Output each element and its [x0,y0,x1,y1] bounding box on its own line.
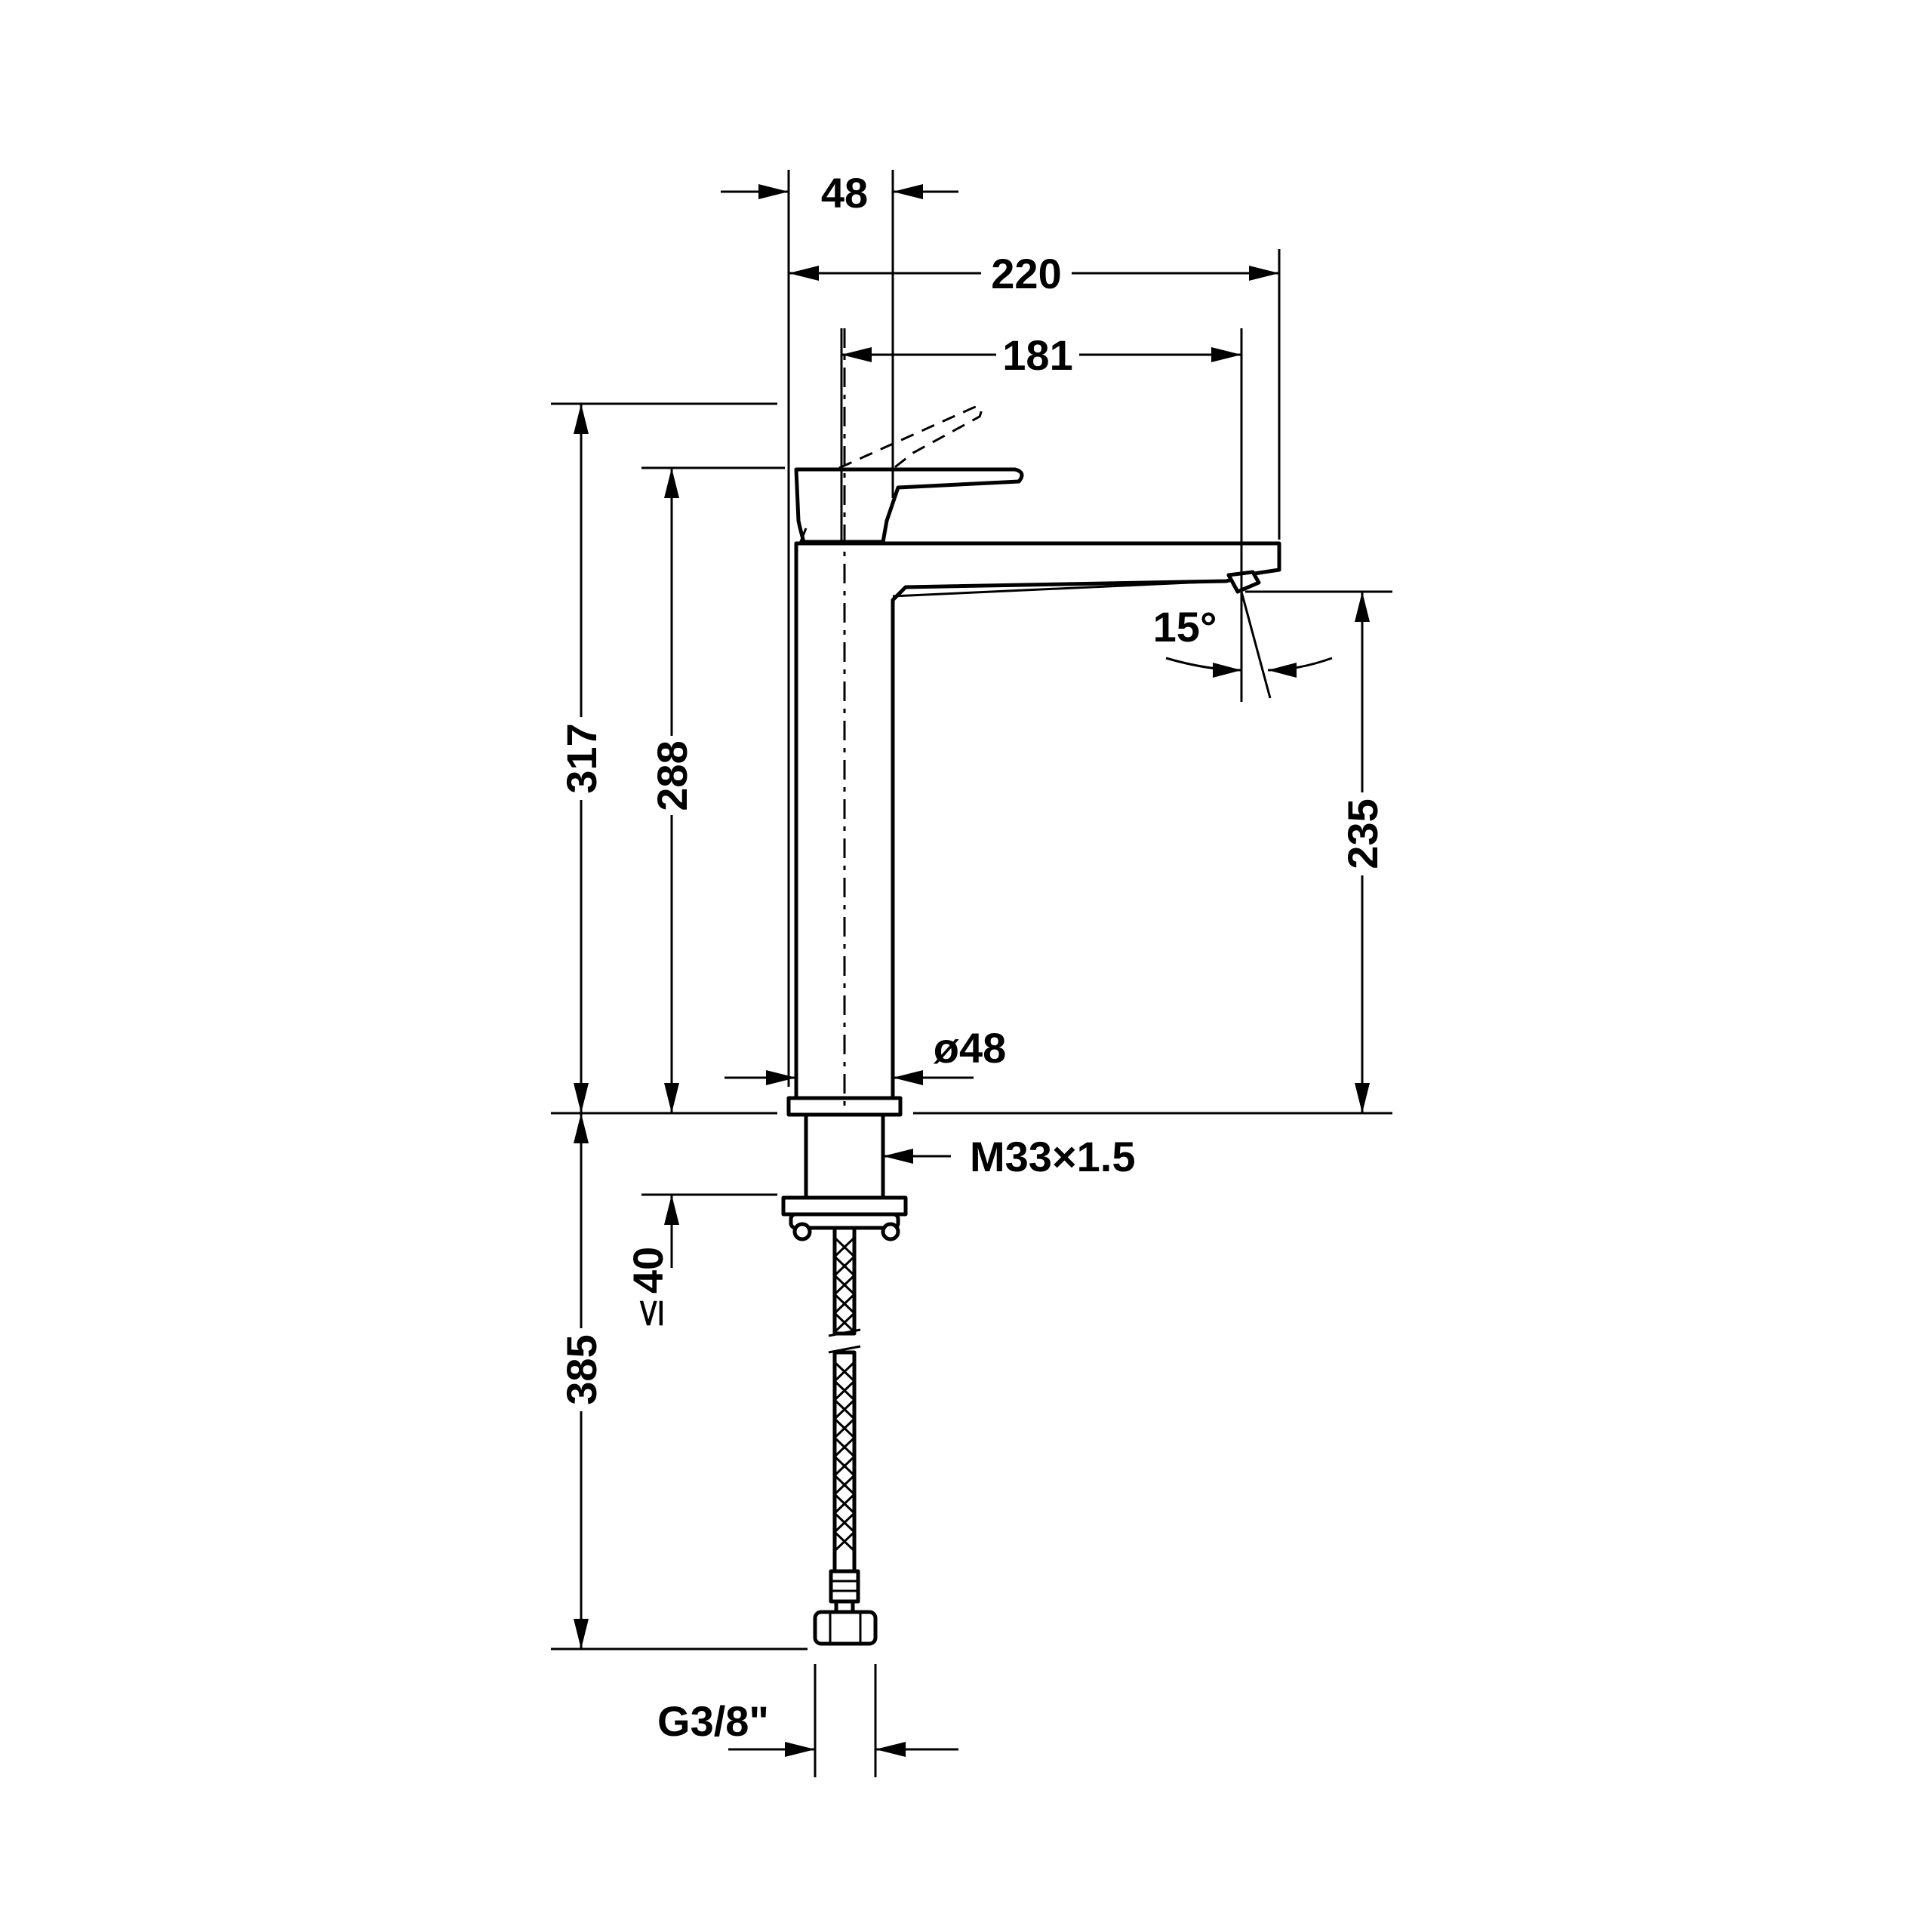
lever-handle [794,467,1024,544]
label-lever-width: 48 [821,169,868,217]
faucet-outline [786,328,1281,1136]
label-outlet-height: 235 [1339,798,1386,869]
label-total-height-raised: 317 [558,723,605,793]
label-hose-length: 385 [558,1334,605,1404]
label-deck-thickness-symbol: ≤ [627,1297,672,1330]
label-spout-reach: 181 [1002,331,1072,379]
nut-bolt-left [792,1222,812,1241]
label-body-diameter: ø48 [934,1024,1007,1072]
base-ring [786,1096,903,1117]
nut-bolt-right [881,1222,900,1241]
union-nut [813,1610,878,1646]
hose-upper [832,1226,857,1336]
aerator [1226,570,1261,594]
mounting-nut [781,1195,908,1217]
label-deck-thickness: 40 [624,1247,672,1294]
connection-assembly [781,1112,908,1646]
label-mounting-thread: M33×1.5 [970,1133,1136,1180]
label-overall-reach: 220 [991,250,1061,297]
spout-underside-line [892,580,1223,598]
dimension-lines [551,170,1392,1777]
dimension-labels: 48 220 181 317 288 235 15° ø48 M33×1.5 4… [558,169,1386,1745]
threaded-shank [804,1112,885,1200]
hose-crimp [829,1569,860,1604]
label-hose-connection: G3/8" [657,1697,769,1745]
lever-raised-phantom [838,405,983,471]
hose-lower [832,1350,857,1574]
lever-cartridge-line [798,528,808,544]
label-spray-angle: 15° [1153,603,1217,651]
label-total-height: 288 [648,740,696,811]
